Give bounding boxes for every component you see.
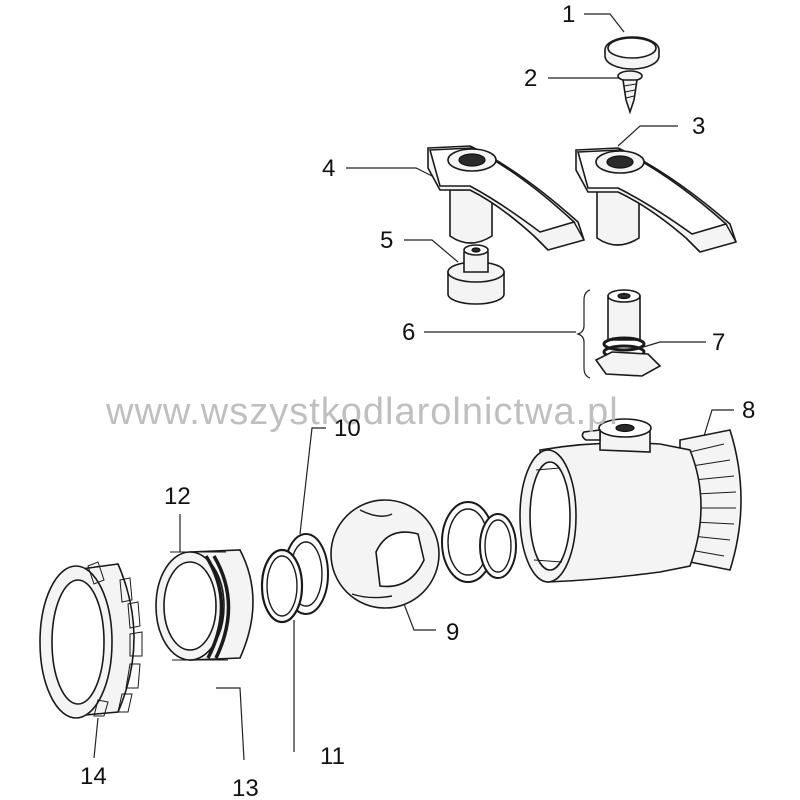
part-union-nut <box>39 561 143 719</box>
part-adapter <box>447 244 505 305</box>
part-labels: 1 2 3 4 5 6 7 8 9 10 11 12 13 14 <box>80 1 755 800</box>
part-handle-left <box>427 145 586 251</box>
label-9: 9 <box>446 619 459 646</box>
label-4: 4 <box>322 155 335 182</box>
label-1: 1 <box>562 1 575 28</box>
part-handle-right <box>575 147 738 253</box>
label-6: 6 <box>402 319 415 346</box>
part-screw <box>617 70 643 115</box>
watermark-text: www.wszystkodlarolnictwa.pl <box>105 391 619 433</box>
label-11: 11 <box>320 743 345 770</box>
label-14: 14 <box>80 763 107 790</box>
label-3: 3 <box>692 113 705 140</box>
part-stem <box>594 289 662 377</box>
label-13: 13 <box>232 775 259 800</box>
part-cap <box>604 36 660 70</box>
label-12: 12 <box>164 483 191 510</box>
bracket-6 <box>576 289 591 379</box>
part-body-seals <box>441 501 517 583</box>
label-7: 7 <box>712 329 725 356</box>
part-valve-body <box>519 418 742 583</box>
label-8: 8 <box>742 397 755 424</box>
label-5: 5 <box>380 227 393 254</box>
part-end-connector <box>155 549 254 661</box>
part-o-ring-11 <box>260 548 304 624</box>
label-2: 2 <box>524 65 537 92</box>
label-10: 10 <box>334 415 361 442</box>
part-ball <box>330 499 440 609</box>
leader-lines <box>93 13 734 761</box>
